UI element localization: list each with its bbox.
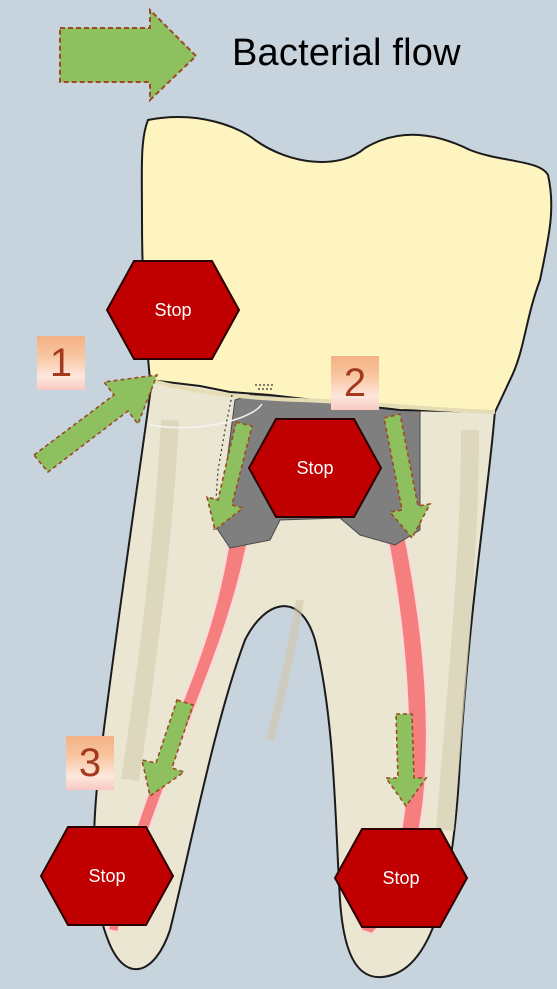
marker-1: 1 [37, 336, 85, 390]
stop-label: Stop [106, 260, 240, 360]
stop-label: Stop [40, 826, 174, 926]
marker-2: 2 [331, 356, 379, 410]
marker-3: 3 [66, 736, 114, 790]
legend-label: Bacterial flow [232, 32, 461, 75]
stop-sign-root-right: Stop [334, 828, 468, 928]
stop-label: Stop [248, 418, 382, 518]
stop-sign-filling: Stop [248, 418, 382, 518]
stop-sign-crown: Stop [106, 260, 240, 360]
legend-arrow-icon [60, 10, 196, 100]
stop-sign-root-left: Stop [40, 826, 174, 926]
stop-label: Stop [334, 828, 468, 928]
